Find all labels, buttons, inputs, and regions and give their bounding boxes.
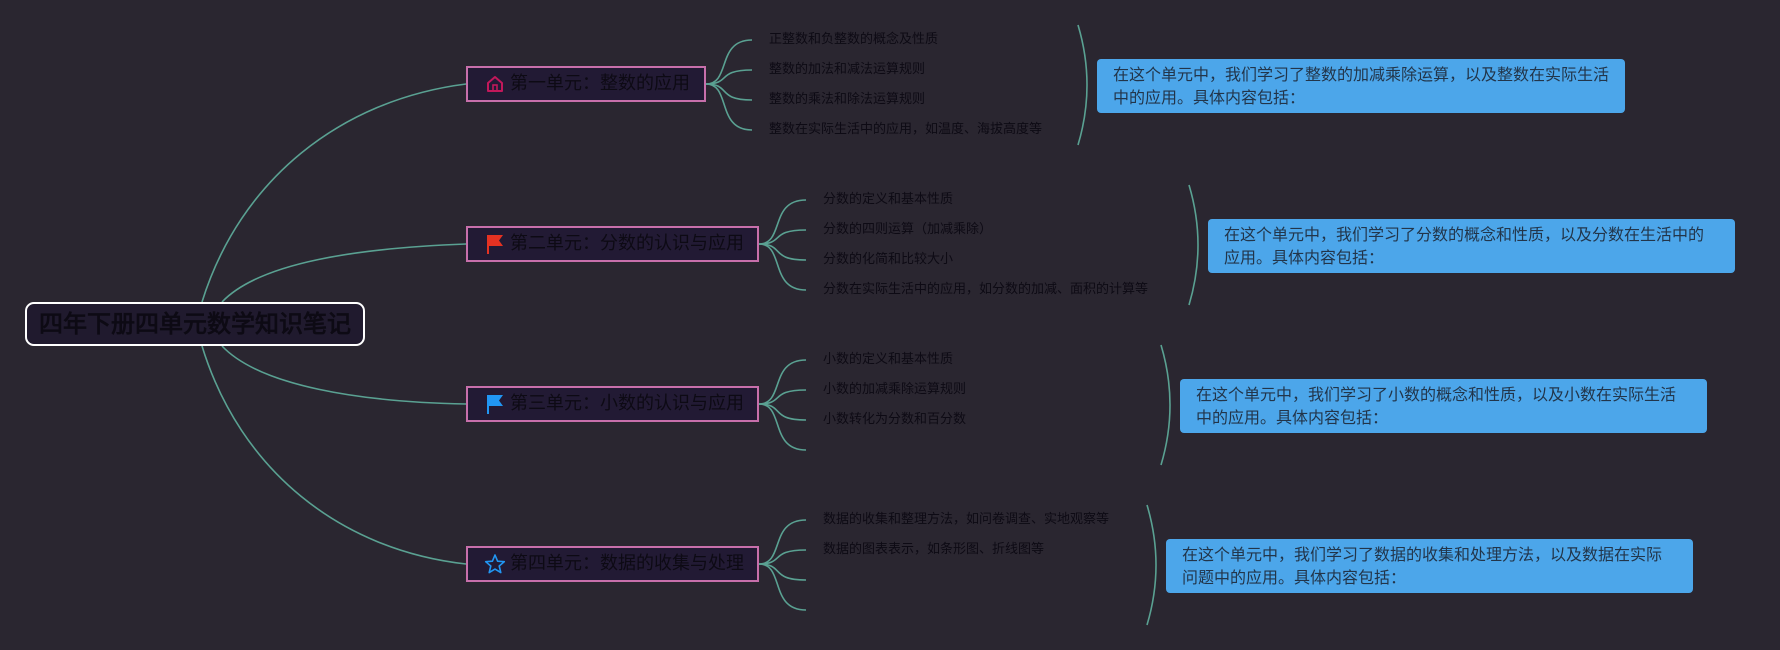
- star-icon: [484, 553, 506, 575]
- branch-label: 第三单元：小数的认识与应用: [510, 393, 744, 414]
- branch-unit-2[interactable]: 第二单元：分数的认识与应用: [466, 226, 759, 262]
- unit-summary-note[interactable]: 在这个单元中，我们学习了整数的加减乘除运算，以及整数在实际生活中的应用。具体内容…: [1097, 59, 1625, 113]
- root-connector: [221, 345, 467, 405]
- branch-label: 第二单元：分数的认识与应用: [510, 233, 744, 254]
- leaf-topic[interactable]: 分数的四则运算（加减乘除）: [823, 222, 993, 237]
- root-connector: [221, 243, 467, 303]
- leaf-connector: [758, 243, 807, 291]
- leaf-connector: [705, 69, 753, 85]
- leaf-topic[interactable]: 小数的定义和基本性质: [823, 352, 954, 367]
- root-topic[interactable]: 四年下册四单元数学知识笔记: [25, 302, 365, 346]
- root-connector: [201, 345, 467, 565]
- branch-unit-3[interactable]: 第三单元：小数的认识与应用: [466, 386, 759, 422]
- summary-bracket: [1077, 24, 1088, 146]
- leaf-connector: [758, 389, 807, 405]
- summary-bracket: [1160, 344, 1171, 466]
- leaf-topic[interactable]: 数据的收集和整理方法，如问卷调查、实地观察等: [823, 512, 1110, 527]
- leaf-connector: [758, 199, 807, 245]
- leaf-connector: [758, 549, 807, 565]
- unit-summary-note[interactable]: 在这个单元中，我们学习了分数的概念和性质，以及分数在生活中的应用。具体内容包括：: [1208, 219, 1735, 273]
- summary-bracket: [1146, 504, 1157, 626]
- leaf-topic[interactable]: 数据的图表表示，如条形图、折线图等: [823, 542, 1045, 557]
- branch-unit-1[interactable]: 第一单元：整数的应用: [466, 66, 706, 102]
- leaf-topic[interactable]: 分数的化简和比较大小: [823, 252, 954, 267]
- red-flag-icon: [484, 233, 506, 255]
- home-icon: [484, 73, 506, 95]
- leaf-connector: [758, 229, 807, 245]
- leaf-topic[interactable]: 小数转化为分数和百分数: [823, 412, 967, 427]
- leaf-connector: [705, 39, 753, 85]
- branch-unit-4[interactable]: 第四单元：数据的收集与处理: [466, 546, 759, 582]
- branch-label: 第一单元：整数的应用: [510, 73, 690, 94]
- leaf-topic[interactable]: 整数在实际生活中的应用，如温度、海拔高度等: [769, 122, 1043, 137]
- branch-label: 第四单元：数据的收集与处理: [510, 553, 744, 574]
- summary-bracket: [1188, 184, 1199, 306]
- leaf-topic[interactable]: 分数的定义和基本性质: [823, 192, 954, 207]
- leaf-topic[interactable]: 正整数和负整数的概念及性质: [769, 32, 939, 47]
- leaf-topic[interactable]: 小数的加减乘除运算规则: [823, 382, 967, 397]
- leaf-topic[interactable]: 整数的乘法和除法运算规则: [769, 92, 926, 107]
- root-connector: [201, 83, 467, 303]
- leaf-topic[interactable]: 整数的加法和减法运算规则: [769, 62, 926, 77]
- leaf-connector: [758, 563, 807, 611]
- leaf-connector: [758, 519, 807, 565]
- leaf-connector: [705, 83, 753, 131]
- leaf-connector: [758, 403, 807, 451]
- unit-summary-note[interactable]: 在这个单元中，我们学习了数据的收集和处理方法，以及数据在实际问题中的应用。具体内…: [1166, 539, 1693, 593]
- leaf-topic[interactable]: 分数在实际生活中的应用，如分数的加减、面积的计算等: [823, 282, 1149, 297]
- blue-flag-icon: [484, 393, 506, 415]
- unit-summary-note[interactable]: 在这个单元中，我们学习了小数的概念和性质，以及小数在实际生活中的应用。具体内容包…: [1180, 379, 1707, 433]
- leaf-connector: [758, 359, 807, 405]
